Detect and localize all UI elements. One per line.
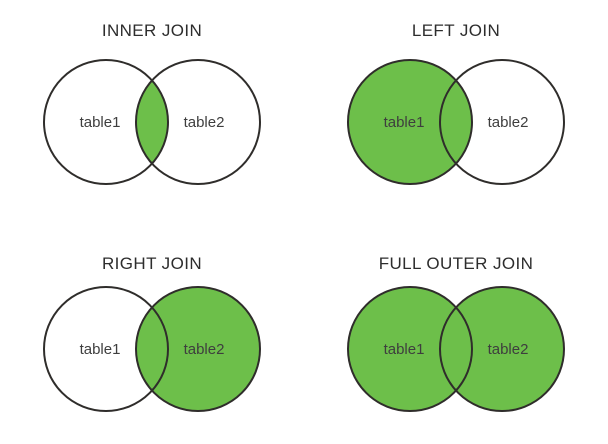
inner-join-title: INNER JOIN [101,21,203,40]
left-circle-label: table1 [80,341,121,358]
left-circle-label: table1 [384,341,425,358]
right-circle-fill [136,287,260,411]
left-circle-outline [43,59,169,185]
right-join-title: RIGHT JOIN [101,254,203,273]
panel-right-join: RIGHT JOIN table1 table2 [0,222,304,444]
right-circle-fill [440,287,564,411]
right-circle-outline [439,59,565,185]
left-join-venn-diagram: table1 table2 [347,59,565,185]
full-outer-join-title: FULL OUTER JOIN [378,254,534,273]
panel-full-outer-join: FULL OUTER JOIN table1 table2 [304,222,608,444]
right-circle-fill [136,60,260,184]
right-join-venn-diagram: table1 table2 [43,286,261,412]
left-circle-fill [348,60,472,184]
right-circle-label: table2 [184,114,225,131]
left-circle-fill [348,287,472,411]
right-circle-outline [135,286,261,412]
right-circle-label: table2 [488,114,529,131]
left-join-title: LEFT JOIN [411,21,501,40]
panel-inner-join: INNER JOIN table1 table2 [0,0,304,222]
left-circle-outline [347,59,473,185]
right-circle-label: table2 [184,341,225,358]
right-circle-outline [135,59,261,185]
panel-left-join: LEFT JOIN table1 table2 [304,0,608,222]
left-circle-fill [44,287,168,411]
left-circle-outline [43,286,169,412]
right-circle-fill [440,60,564,184]
left-circle-label: table1 [80,114,121,131]
right-circle-label: table2 [488,341,529,358]
left-circle-label: table1 [384,114,425,131]
left-circle-outline [347,286,473,412]
right-circle-outline [439,286,565,412]
left-circle-fill [44,60,168,184]
full-outer-join-venn-diagram: table1 table2 [347,286,565,412]
inner-join-venn-diagram: table1 table2 [43,59,261,185]
